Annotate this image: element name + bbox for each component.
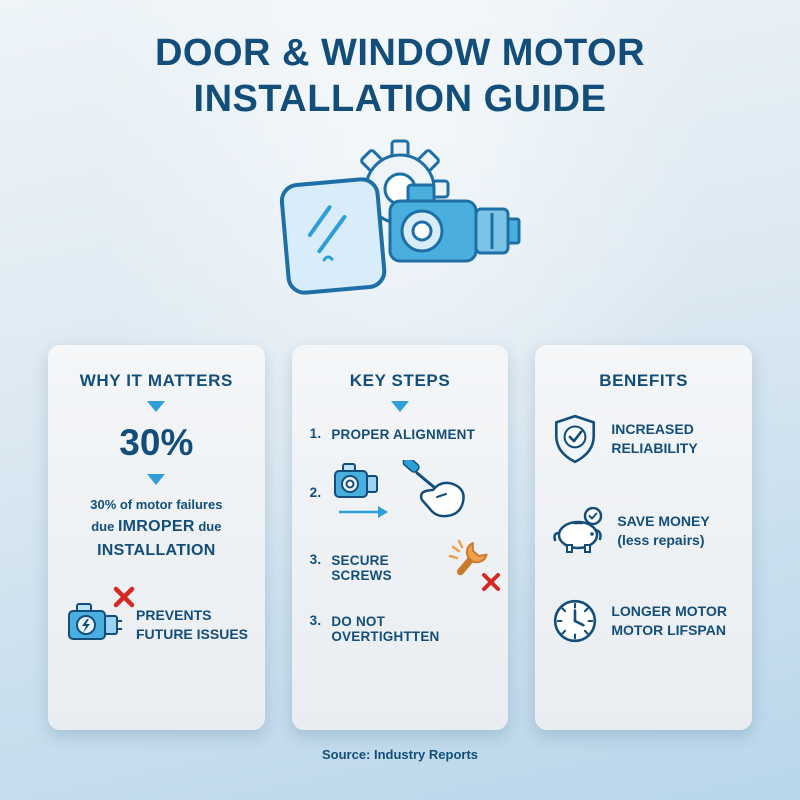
benefit-row-save-money: SAVE MONEY (less repairs) [551, 507, 736, 555]
benefit-row-reliability: INCREASED RELIABILITY [551, 413, 736, 465]
step-item-4: 3. DO NOT OVERTIGHTTEN [310, 613, 491, 644]
cards-row: WHY IT MATTERS 30% 30% of motor failures… [48, 345, 753, 730]
step-label: PROPER ALIGNMENT [331, 427, 476, 442]
why-header: WHY IT MATTERS [79, 371, 233, 390]
why-body-text: 30% of motor failures due IMROPER due IN… [62, 495, 251, 563]
wrench-icon-wrap [446, 538, 501, 591]
title-line-1: DOOR & WINDOW MOTOR [154, 32, 646, 74]
card-benefits: BENEFITS INCREASED RELIABILITY [535, 345, 753, 730]
step-item-2: 2. [310, 460, 491, 524]
step-label: DO NOT OVERTIGHTTEN [331, 614, 440, 644]
step-number: 3. [309, 613, 322, 628]
triangle-down-icon [147, 474, 166, 485]
triangle-down-icon [391, 401, 409, 412]
red-x-icon [482, 573, 501, 591]
step-number: 1. [309, 426, 322, 441]
wrench-icon [449, 539, 488, 576]
motor-icon [388, 183, 521, 263]
step-number: 3. [309, 552, 322, 567]
steps-header: KEY STEPS [349, 371, 451, 390]
card-key-steps: KEY STEPS 1. PROPER ALIGNMENT 2. [291, 345, 509, 730]
piggy-bank-check-icon [553, 507, 603, 553]
title-line-2: INSTALLATION GUIDE [193, 78, 607, 121]
benefit-label: INCREASED RELIABILITY [611, 421, 698, 456]
motor-failure-icon-wrap [66, 586, 135, 650]
prevents-row: PREVENTS FUTURE ISSUES [62, 586, 251, 650]
page-title: DOOR & WINDOW MOTOR INSTALLATION GUIDE [0, 0, 800, 123]
steps-list: 1. PROPER ALIGNMENT 2. [306, 426, 501, 644]
motor-hand-screwdriver-illustration [334, 460, 466, 518]
why-installation: INSTALLATION [97, 541, 216, 559]
why-body-line1: 30% of motor failures [90, 497, 223, 512]
step-item-3: 3. SECURE SCREWS [309, 539, 501, 591]
why-due-2: due [198, 518, 222, 534]
benefit-label: SAVE MONEY (less repairs) [617, 513, 710, 548]
why-due-1: due [91, 518, 115, 534]
motor-icon [68, 602, 122, 640]
prevents-label: PREVENTS FUTURE ISSUES [136, 607, 249, 642]
window-gear-motor-illustration [279, 139, 521, 295]
window-icon [279, 177, 387, 295]
triangle-down-icon [147, 401, 166, 412]
step-label: SECURE SCREWS [331, 553, 392, 583]
source-text: Source: Industry Reports [321, 747, 479, 762]
step-item-1: 1. PROPER ALIGNMENT [310, 426, 491, 442]
benefits-header: BENEFITS [599, 371, 689, 390]
benefits-list: INCREASED RELIABILITY SAVE MONEY [549, 413, 738, 645]
benefit-row-lifespan: LONGER MOTOR MOTOR LIFSPAN [551, 597, 736, 645]
clock-icon [554, 599, 597, 643]
why-improper: IMROPER [117, 517, 195, 535]
card-why-it-matters: WHY IT MATTERS 30% 30% of motor failures… [48, 345, 265, 730]
stat-30-percent: 30% [119, 422, 194, 463]
shield-check-icon [555, 414, 596, 464]
why-body-line2: due IMROPER due [62, 515, 251, 539]
benefit-label: LONGER MOTOR MOTOR LIFSPAN [611, 603, 727, 638]
red-x-icon [113, 586, 135, 607]
step-number: 2. [309, 484, 322, 500]
